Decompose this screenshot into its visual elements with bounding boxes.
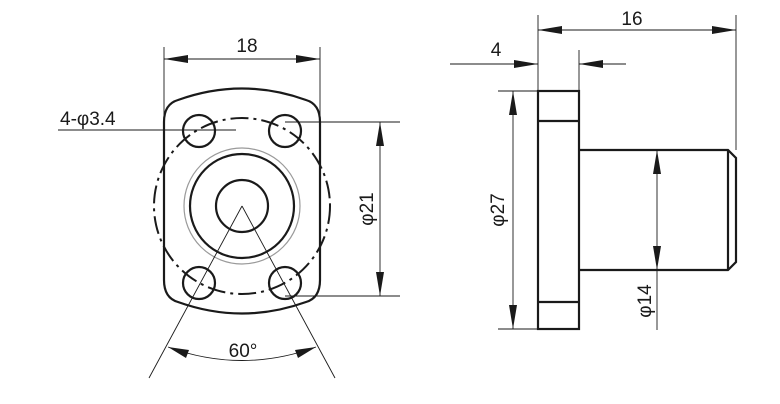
front-view: 18 4-φ3.4 φ21 60° xyxy=(58,36,400,379)
bolt-hole-top-left xyxy=(181,113,217,149)
shaft-body xyxy=(579,148,738,272)
shaft-chamfer-circle xyxy=(183,147,301,265)
pitch-circle xyxy=(153,117,331,295)
angle-line-right xyxy=(241,205,336,379)
bore-circle xyxy=(214,178,270,234)
bolt-hole-top-right xyxy=(267,113,303,149)
shaft-outer-circle xyxy=(188,152,296,260)
flange-outline xyxy=(162,87,322,315)
flange-body xyxy=(536,89,581,331)
holes-dimension-label: 4-φ3.4 xyxy=(60,109,116,130)
angle-line-left xyxy=(148,205,243,379)
bolt-hole-bottom-right xyxy=(267,265,303,301)
bolt-hole-bottom-left xyxy=(181,265,217,301)
side-view: 16 4 φ27 φ14 xyxy=(450,9,738,331)
pcd-dimension-label: φ21 xyxy=(357,192,378,225)
length-dimension-label: 16 xyxy=(621,9,642,30)
angle-dimension-label: 60° xyxy=(229,341,258,362)
width-dimension-label: 18 xyxy=(236,36,257,57)
shaft-diameter-dimension-label: φ14 xyxy=(635,284,656,318)
flange-thickness-dimension-label: 4 xyxy=(491,40,502,61)
flange-diameter-dimension-label: φ27 xyxy=(488,193,509,226)
